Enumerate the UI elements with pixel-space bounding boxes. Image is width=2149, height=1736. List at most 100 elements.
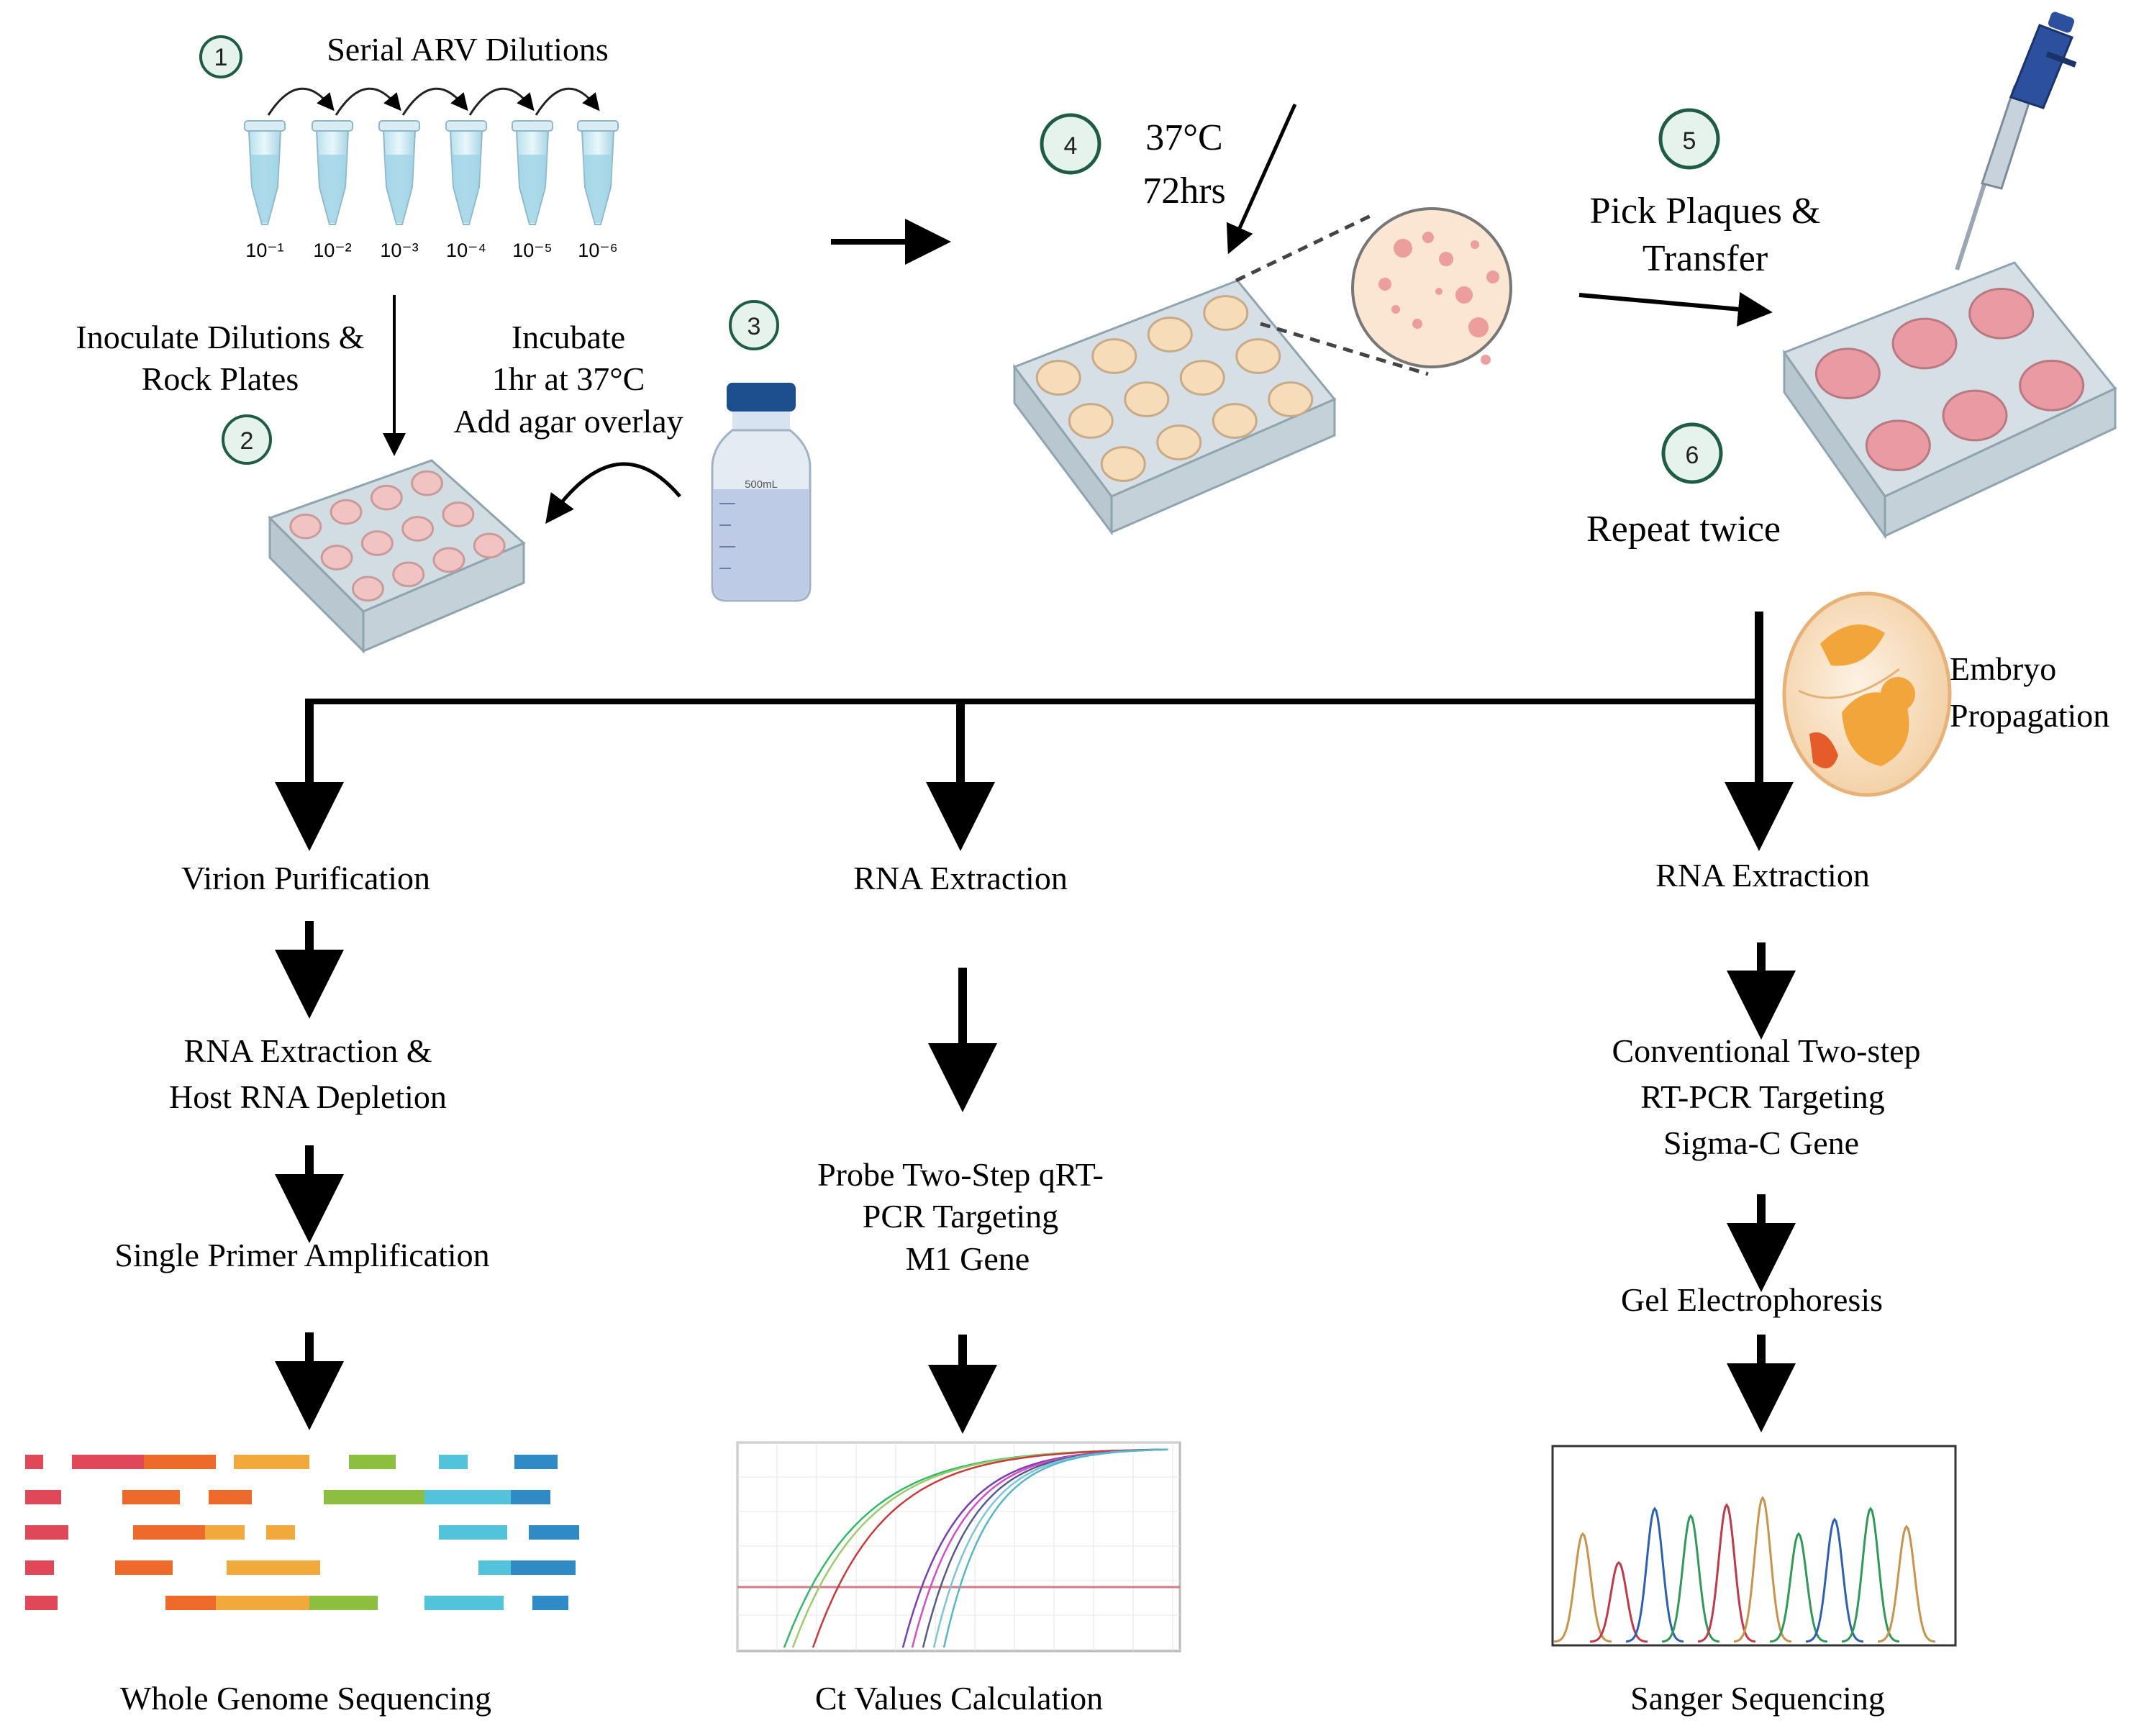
plaque bbox=[1468, 317, 1489, 337]
plate-well bbox=[1865, 419, 1931, 471]
dilution-tube-1 bbox=[244, 120, 286, 225]
step6-number: 6 bbox=[1686, 442, 1699, 469]
incubation-arrow bbox=[1226, 103, 1297, 255]
dilution-label-6: 10⁻⁶ bbox=[578, 240, 617, 261]
amplification-curves bbox=[783, 1448, 1168, 1648]
chromatogram-peak bbox=[1733, 1496, 1792, 1643]
plate-well bbox=[392, 561, 425, 588]
left-step2-line1: RNA Extraction & bbox=[184, 1032, 432, 1069]
amplification-curve bbox=[942, 1448, 1168, 1648]
plaque-dish bbox=[1351, 207, 1512, 368]
read-segment bbox=[25, 1560, 54, 1575]
step5-number: 5 bbox=[1683, 127, 1696, 155]
plaque bbox=[1422, 232, 1434, 243]
plaques bbox=[1378, 232, 1499, 365]
transfer-plate bbox=[1782, 261, 2117, 540]
embryo-section: Embryo Propagation bbox=[1782, 591, 2109, 797]
dilution-label-1: 10⁻¹ bbox=[245, 240, 283, 261]
read-segment bbox=[227, 1560, 320, 1575]
step1-badge: 1 bbox=[199, 35, 242, 78]
chromatogram-peak bbox=[1553, 1532, 1612, 1643]
chromatogram-peaks bbox=[1553, 1496, 1936, 1643]
plate-well bbox=[289, 513, 322, 540]
read-segment bbox=[205, 1525, 245, 1540]
dilution-tube-6 bbox=[577, 120, 619, 225]
embryo-egg-icon bbox=[1782, 591, 1952, 797]
read-segment bbox=[424, 1596, 504, 1610]
plate-well bbox=[1968, 288, 2035, 340]
middle-step2-line3: M1 Gene bbox=[906, 1240, 1030, 1277]
dilution-arrow-3 bbox=[401, 87, 468, 116]
embryo-label-line1: Embryo bbox=[1950, 650, 2056, 687]
middle-step1: RNA Extraction bbox=[853, 860, 1068, 896]
step1-number: 1 bbox=[214, 44, 228, 71]
step1-section: 1 Serial ARV Dilutions 10⁻¹ 10⁻² 10⁻³ 10… bbox=[199, 31, 619, 261]
step2-badge: 2 bbox=[222, 414, 272, 465]
right-step2-line3: Sigma-C Gene bbox=[1663, 1124, 1859, 1161]
plate-well bbox=[330, 499, 363, 525]
right-step1: RNA Extraction bbox=[1655, 857, 1870, 894]
read-segment bbox=[72, 1455, 144, 1469]
plate-well bbox=[1203, 295, 1249, 331]
plate-well bbox=[432, 547, 465, 573]
read-segment bbox=[209, 1490, 252, 1504]
plaque bbox=[1391, 305, 1400, 314]
qpcr-amplification-plot bbox=[736, 1441, 1181, 1653]
dilution-tube-3 bbox=[378, 120, 420, 225]
plate-well bbox=[1179, 360, 1225, 396]
dilution-transfer-arrows bbox=[267, 87, 600, 116]
step5-section: 5 Pick Plaques & Transfer 6 Repeat twice bbox=[1578, 12, 2117, 550]
step4-duration: 72hrs bbox=[1142, 171, 1226, 212]
bottle-volume-mark: 500mL bbox=[745, 478, 778, 491]
dilution-label-3: 10⁻³ bbox=[380, 240, 418, 261]
chromatogram-peak bbox=[1769, 1532, 1828, 1643]
step2-number: 2 bbox=[240, 427, 254, 455]
dilution-tube-2 bbox=[312, 120, 353, 225]
chromatogram-peak bbox=[1697, 1503, 1756, 1643]
inoculated-plate bbox=[268, 459, 526, 654]
plate-well bbox=[442, 501, 475, 527]
middle-branch: RNA Extraction Probe Two-Step qRT- PCR T… bbox=[736, 860, 1181, 1717]
read-segment bbox=[266, 1525, 295, 1540]
plaque bbox=[1455, 286, 1473, 304]
read-segment bbox=[439, 1455, 468, 1469]
left-branch: Virion Purification RNA Extraction & Hos… bbox=[25, 860, 579, 1717]
step4-temperature: 37°C bbox=[1145, 117, 1222, 158]
incubation-plate bbox=[1012, 279, 1337, 536]
transfer-arrow bbox=[1578, 291, 1773, 327]
dilution-label-4: 10⁻⁴ bbox=[446, 240, 486, 261]
read-segment bbox=[115, 1560, 173, 1575]
read-segment bbox=[424, 1490, 511, 1504]
read-segment bbox=[349, 1455, 396, 1469]
right-step2-line2: RT-PCR Targeting bbox=[1640, 1078, 1885, 1115]
pipette-icon bbox=[1955, 12, 2077, 271]
right-result: Sanger Sequencing bbox=[1630, 1680, 1885, 1717]
read-segment bbox=[309, 1596, 378, 1610]
plate-well bbox=[473, 532, 506, 559]
step3-section: Incubate 1hr at 37°C Add agar overlay 3 … bbox=[453, 300, 812, 602]
chromatogram-peak bbox=[1589, 1560, 1648, 1643]
step2-section: Inoculate Dilutions & Rock Plates 2 bbox=[76, 295, 526, 654]
left-step3: Single Primer Amplification bbox=[114, 1237, 489, 1273]
plate-well bbox=[1035, 360, 1081, 396]
plate-well bbox=[411, 470, 444, 496]
step4-number: 4 bbox=[1064, 132, 1078, 160]
dilution-tube-5 bbox=[512, 120, 553, 225]
read-segment bbox=[25, 1490, 61, 1504]
read-segment bbox=[144, 1455, 216, 1469]
dilution-label-2: 10⁻² bbox=[313, 240, 351, 261]
read-segment bbox=[234, 1455, 309, 1469]
plate-well bbox=[1891, 317, 1958, 370]
agar-bottle-icon: 500mL bbox=[711, 383, 812, 602]
plate-well bbox=[401, 516, 435, 542]
middle-result: Ct Values Calculation bbox=[815, 1680, 1103, 1717]
plate-well bbox=[1814, 347, 1881, 399]
plate-well bbox=[360, 530, 394, 556]
left-step1: Virion Purification bbox=[181, 860, 430, 896]
plate-well bbox=[1268, 381, 1314, 417]
step3-number: 3 bbox=[748, 313, 761, 340]
dilution-arrow-4 bbox=[468, 87, 535, 116]
read-segment bbox=[532, 1596, 568, 1610]
dilution-tubes bbox=[244, 120, 619, 225]
